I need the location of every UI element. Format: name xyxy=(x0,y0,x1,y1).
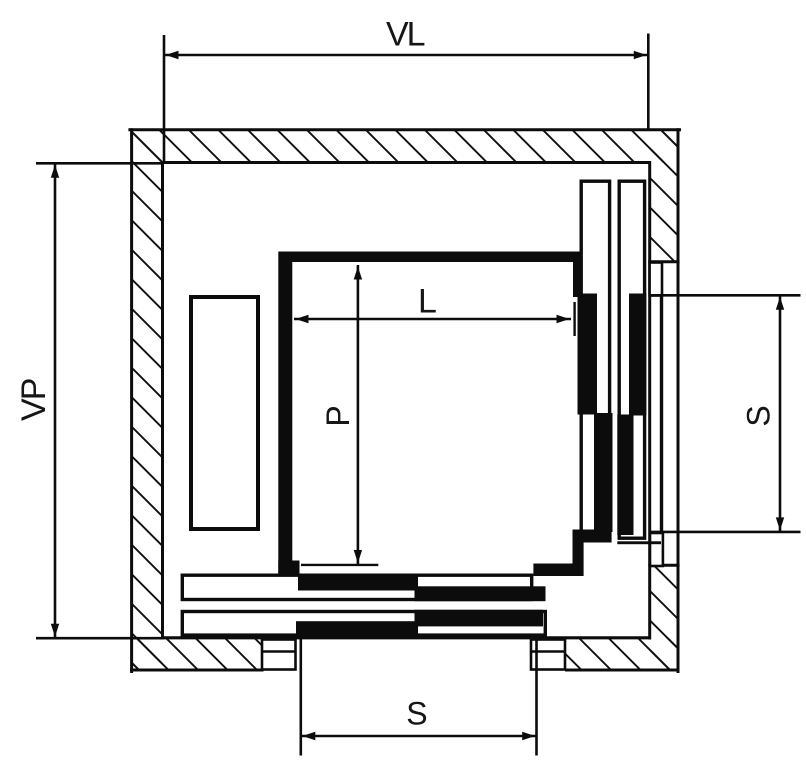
svg-text:S: S xyxy=(406,696,427,732)
svg-text:VP: VP xyxy=(15,379,53,421)
svg-text:L: L xyxy=(418,283,437,321)
svg-text:VL: VL xyxy=(386,16,425,54)
svg-text:S: S xyxy=(740,405,776,426)
svg-text:P: P xyxy=(320,405,356,426)
